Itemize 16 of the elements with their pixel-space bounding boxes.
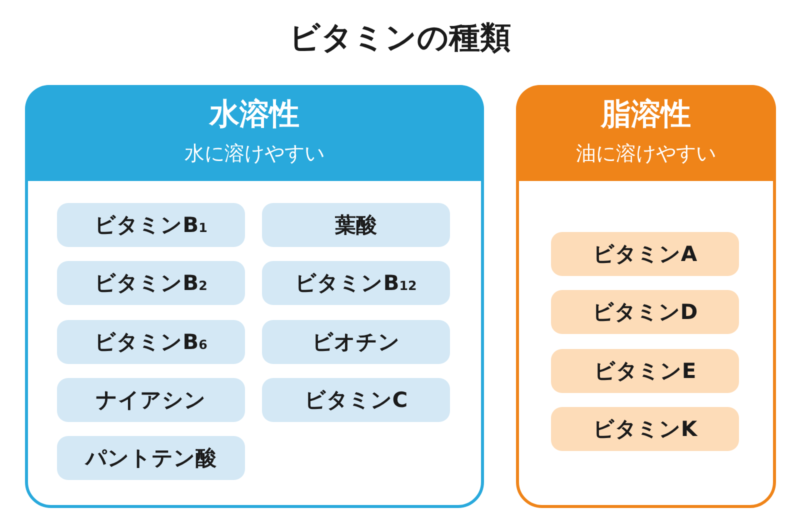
vitamin-item: ビオチン bbox=[262, 320, 450, 364]
vitamin-item: ビタミンC bbox=[262, 378, 450, 422]
vitamin-item: ビタミンE bbox=[551, 349, 739, 393]
vitamin-item: ビタミンK bbox=[551, 407, 739, 451]
category-description: 水に溶けやすい bbox=[184, 141, 324, 165]
vitamin-item: ナイアシン bbox=[57, 378, 245, 422]
vitamin-item: パントテン酸 bbox=[57, 436, 245, 480]
vitamin-item: ビタミンD bbox=[551, 290, 739, 334]
category-panel bbox=[516, 85, 776, 508]
category-panel bbox=[25, 85, 484, 508]
category-description: 油に溶けやすい bbox=[576, 141, 716, 165]
category-heading: 脂溶性 bbox=[601, 97, 691, 133]
vitamin-item: ビタミンA bbox=[551, 232, 739, 276]
diagram-title: ビタミンの種類 bbox=[289, 20, 511, 58]
category-heading: 水溶性 bbox=[210, 97, 300, 133]
vitamin-item: 葉酸 bbox=[262, 203, 450, 247]
